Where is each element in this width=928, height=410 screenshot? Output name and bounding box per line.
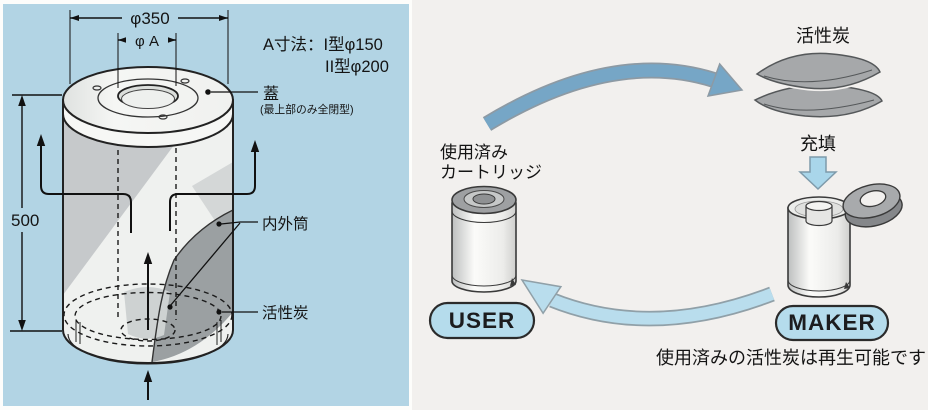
maker-lid-donut: [842, 183, 903, 228]
label-fill: 充填: [800, 134, 836, 154]
user-badge-label: USER: [449, 308, 516, 333]
cylinder-body: [62, 108, 234, 365]
dimension-drawing-svg: φ350 φ A 500 A寸法：I型φ150 II型φ200: [3, 4, 409, 406]
maker-badge: MAKER: [774, 304, 890, 342]
label-carbon-right: 活性炭: [796, 26, 850, 46]
user-badge: USER: [428, 301, 536, 340]
lid-ring: [97, 78, 199, 118]
maker-badge-label: MAKER: [788, 310, 876, 335]
label-used-line1: 使用済み: [440, 142, 508, 162]
dim-width: φ350: [69, 9, 229, 84]
cylinder-lid: [62, 66, 234, 148]
airflow-arrowheads: [36, 134, 260, 382]
dim-width-label: φ350: [130, 9, 169, 28]
label-tubes: 内外筒: [262, 215, 309, 233]
maker-inner-tube: [805, 205, 833, 227]
recycle-arrow-top: [482, 62, 744, 131]
label-lid-group: 蓋 (最上部のみ全閉型): [205, 85, 354, 116]
user-cartridge-hole: [472, 193, 496, 205]
maker-cartridge: [787, 196, 851, 298]
label-carbon-group: 活性炭: [216, 304, 309, 322]
label-lid: 蓋: [263, 85, 279, 103]
recycle-flow-svg: 活性炭 充填: [412, 0, 928, 410]
cartridge-dimension-diagram: φ350 φ A 500 A寸法：I型φ150 II型φ200: [0, 0, 412, 410]
label-used-line2: カートリッジ: [440, 163, 542, 182]
return-arrow-bottom: [520, 278, 775, 327]
label-lid-note: (最上部のみ全閉型): [260, 102, 354, 116]
label-tubes-group: 内外筒: [167, 215, 309, 310]
recycle-flow-diagram: 活性炭 充填: [412, 0, 928, 410]
label-carbon: 活性炭: [262, 304, 309, 322]
lid-vent-holes: [92, 78, 190, 120]
carbon-bags: [752, 50, 884, 118]
fill-down-arrow: [798, 156, 838, 191]
caption: 使用済みの活性炭は再生可能です: [656, 348, 926, 368]
airflow-arrows: [40, 144, 256, 400]
dim-height: 500: [10, 94, 62, 332]
spec-note-line2: II型φ200: [325, 57, 389, 76]
dim-inner: φ A: [117, 33, 177, 88]
bottom-edge: [62, 329, 234, 364]
user-cartridge: [451, 185, 517, 293]
spec-note-line1: A寸法：I型φ150: [263, 35, 383, 54]
dim-inner-label: φ A: [135, 33, 159, 50]
carbon-cutaway: [152, 210, 233, 362]
dim-height-label: 500: [11, 211, 39, 230]
cutaway-edge: [151, 209, 233, 363]
